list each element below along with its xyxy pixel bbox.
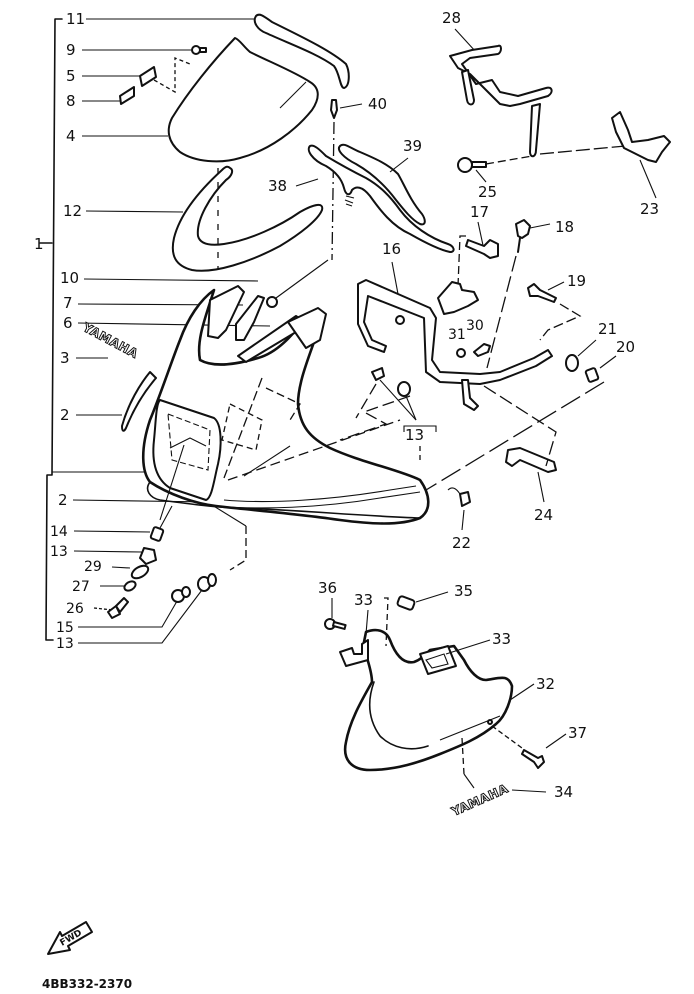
callout-9: 9 bbox=[66, 41, 76, 59]
part-32-lower-cowl: 32 33 33 36 35 37 YAMAHA 34 bbox=[318, 579, 587, 820]
left-small-hardware bbox=[107, 505, 217, 619]
callout-31: 31 bbox=[448, 327, 466, 343]
callout-4: 4 bbox=[66, 127, 76, 145]
part-25-bolt: 25 bbox=[457, 157, 497, 201]
callout-24: 24 bbox=[534, 506, 553, 524]
callout-34: 34 bbox=[554, 783, 573, 801]
callout-13-c: 13 bbox=[405, 426, 424, 444]
part-3-yamaha-decal: YAMAHA bbox=[79, 319, 141, 361]
part-2-main-cowling bbox=[141, 259, 430, 571]
part-13-grommets: 13 bbox=[339, 367, 437, 462]
callout-11: 11 bbox=[66, 10, 85, 28]
callout-2-upper: 2 bbox=[60, 406, 70, 424]
part-22-grommet: 22 bbox=[447, 487, 471, 552]
callout-17: 17 bbox=[470, 203, 489, 221]
callout-16: 16 bbox=[382, 240, 401, 258]
part-11-trim bbox=[253, 13, 350, 89]
callout-3: 3 bbox=[60, 349, 70, 367]
callout-22: 22 bbox=[452, 534, 471, 552]
left-callouts: 11 9 5 8 4 12 10 7 6 3 2 2 14 13 29 27 bbox=[50, 10, 271, 652]
callout-36: 36 bbox=[318, 579, 337, 597]
callout-33-a: 33 bbox=[354, 591, 373, 609]
part-2-side-strip bbox=[121, 371, 157, 432]
yamaha-decal-upper: YAMAHA bbox=[80, 320, 141, 361]
callout-29: 29 bbox=[84, 559, 102, 575]
callout-10: 10 bbox=[60, 269, 79, 287]
part-12-inner-strip bbox=[171, 165, 324, 272]
part-38-39-ducts: 38 39 bbox=[268, 137, 455, 253]
callout-2-lower: 2 bbox=[58, 491, 68, 509]
callout-13-a: 13 bbox=[50, 544, 68, 560]
callout-30: 30 bbox=[466, 318, 484, 334]
callout-7: 7 bbox=[63, 294, 73, 312]
part-16-headlight-frame: 16 bbox=[357, 240, 553, 385]
part-24-stay: 24 bbox=[483, 385, 557, 524]
callout-25: 25 bbox=[478, 183, 497, 201]
part-17-18-bolts: 17 18 bbox=[457, 203, 574, 369]
callout-6: 6 bbox=[63, 314, 73, 332]
callout-12: 12 bbox=[63, 202, 82, 220]
callout-19: 19 bbox=[567, 272, 586, 290]
callout-13-b: 13 bbox=[56, 636, 74, 652]
forward-direction-arrow: FWD bbox=[47, 921, 93, 955]
callout-1: 1 bbox=[34, 235, 44, 253]
part-9-screw bbox=[191, 45, 207, 55]
callout-27: 27 bbox=[72, 579, 90, 595]
callout-26: 26 bbox=[66, 601, 84, 617]
callout-37: 37 bbox=[568, 724, 587, 742]
callout-8: 8 bbox=[66, 92, 76, 110]
part-23-bracket: 23 bbox=[611, 111, 671, 218]
part-19-20-21-hardware: 19 21 20 bbox=[425, 272, 635, 491]
assembly-bracket: 1 bbox=[34, 18, 63, 641]
part-5-8-plates bbox=[119, 57, 191, 105]
callout-40: 40 bbox=[368, 95, 387, 113]
part-4-windscreen bbox=[167, 37, 319, 163]
callout-23: 23 bbox=[640, 200, 659, 218]
callout-21: 21 bbox=[598, 320, 617, 338]
part-30-31-hardware: 31 30 bbox=[448, 318, 491, 358]
callout-33-b: 33 bbox=[492, 630, 511, 648]
callout-35: 35 bbox=[454, 582, 473, 600]
callout-32: 32 bbox=[536, 675, 555, 693]
part-40-clip: 40 bbox=[330, 95, 387, 261]
figure-code: 4BB332-2370 bbox=[42, 977, 132, 991]
callout-5: 5 bbox=[66, 67, 76, 85]
yamaha-decal-lower: YAMAHA bbox=[449, 781, 511, 819]
callout-20: 20 bbox=[616, 338, 635, 356]
callout-18: 18 bbox=[555, 218, 574, 236]
callout-38: 38 bbox=[268, 177, 287, 195]
callout-14: 14 bbox=[50, 524, 68, 540]
callout-39: 39 bbox=[403, 137, 422, 155]
callout-28: 28 bbox=[442, 9, 461, 27]
part-28-stay: 28 bbox=[442, 9, 637, 165]
callout-15: 15 bbox=[56, 620, 74, 636]
